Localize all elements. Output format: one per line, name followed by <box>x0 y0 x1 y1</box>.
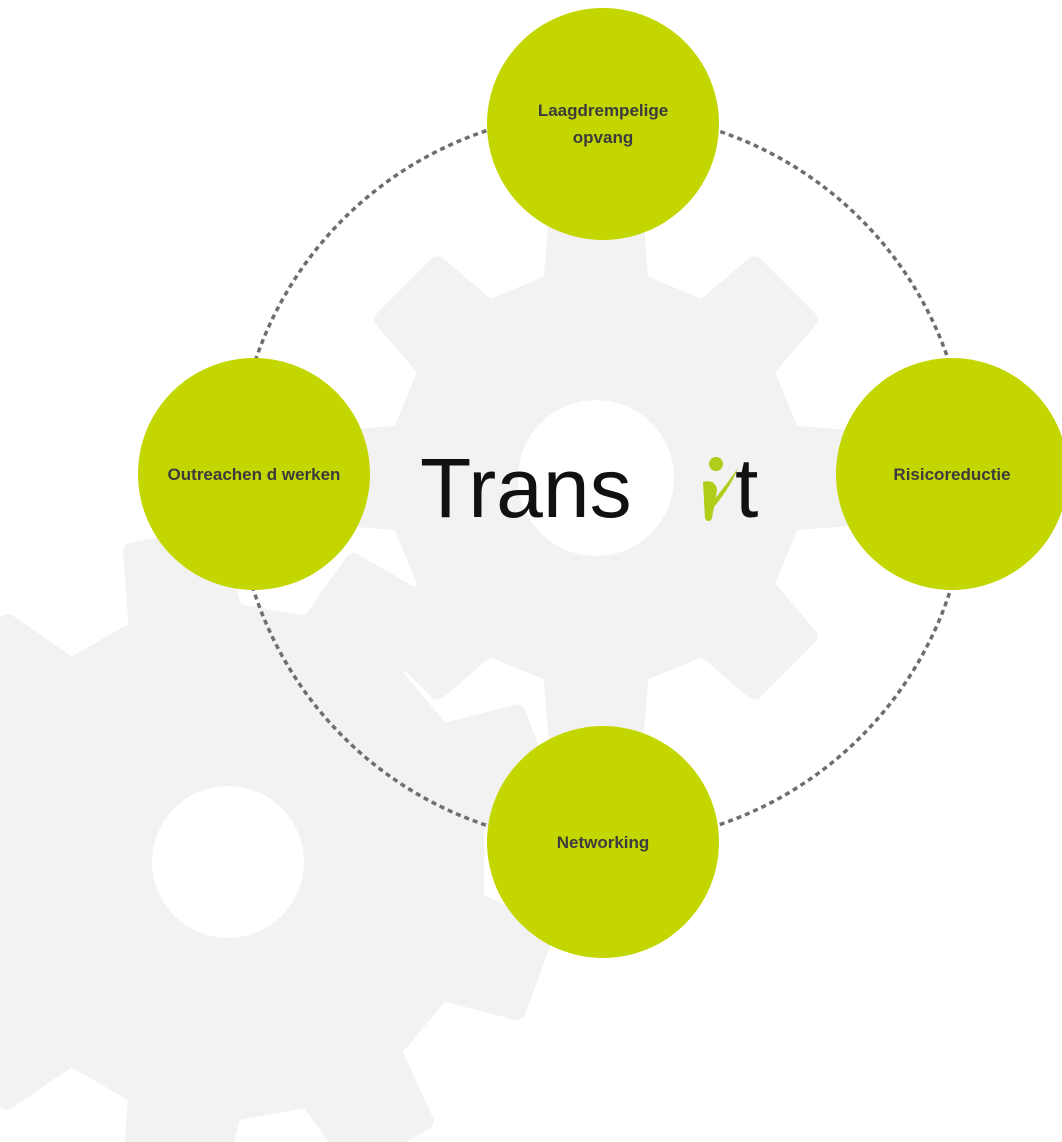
node-networking[interactable]: Networking <box>487 726 719 958</box>
transit-logo: Trans t <box>420 441 758 530</box>
node-label: Risicoreductie <box>893 464 1011 484</box>
node-label: Outreachen d werken <box>167 464 341 484</box>
gear-hole <box>518 400 674 556</box>
logo-text: Trans <box>420 441 632 530</box>
leaf-i-glyph-icon <box>703 457 738 521</box>
node-risicoreductie[interactable]: Risicoreductie <box>836 358 1062 590</box>
node-laagdrempelige-opvang[interactable]: Laagdrempelige opvang <box>487 8 719 240</box>
gear-icon <box>0 528 555 1142</box>
node-outreachen-d-werken[interactable]: Outreachen d werken <box>138 358 370 590</box>
node-label: Networking <box>556 832 650 852</box>
logo-text: t <box>735 441 758 530</box>
node-label: Laagdrempelige opvang <box>537 101 669 147</box>
gear-hole <box>152 786 304 938</box>
